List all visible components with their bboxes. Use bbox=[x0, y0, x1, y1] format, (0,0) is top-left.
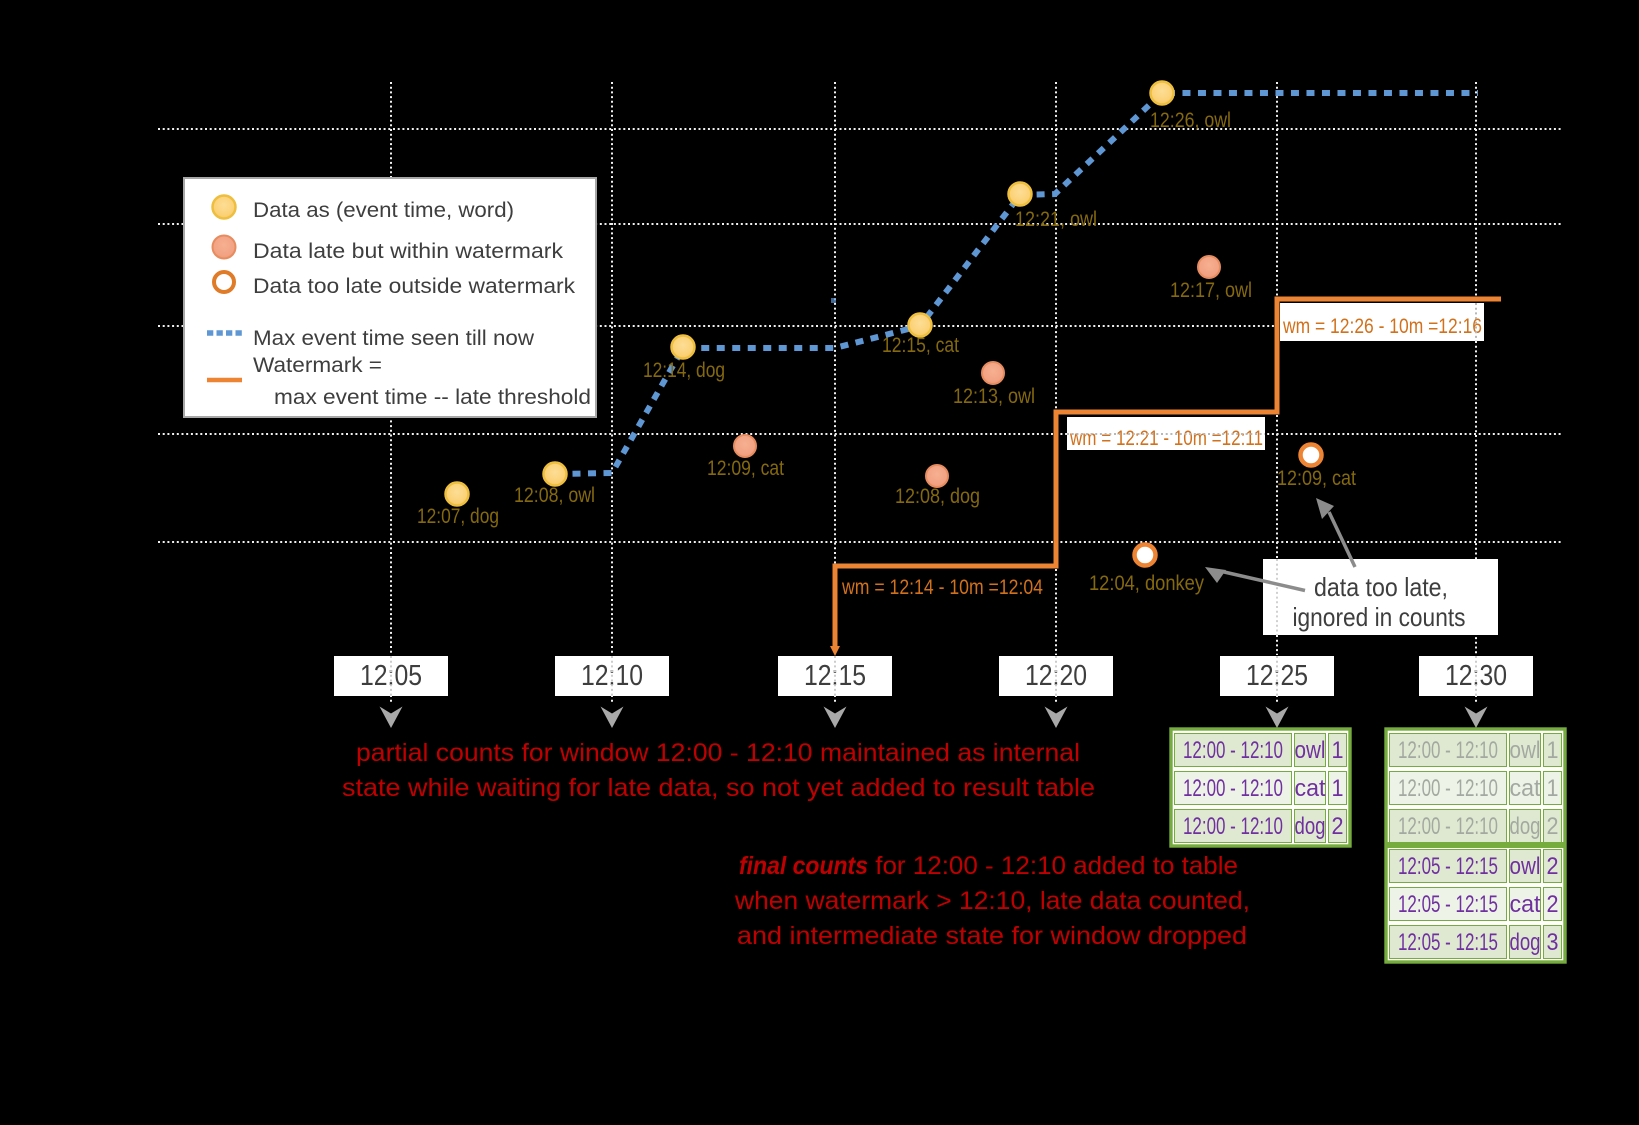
svg-text:12:07, dog: 12:07, dog bbox=[417, 505, 499, 528]
svg-text:12:00 - 12:10: 12:00 - 12:10 bbox=[1398, 775, 1498, 802]
svg-text:when watermark > 12:10, late d: when watermark > 12:10, late data counte… bbox=[734, 887, 1250, 915]
svg-text:12:00 - 12:10: 12:00 - 12:10 bbox=[1183, 813, 1283, 840]
svg-text:12:26, owl: 12:26, owl bbox=[1150, 109, 1231, 132]
svg-text:wm = 12:14 - 10m =12:04: wm = 12:14 - 10m =12:04 bbox=[841, 576, 1043, 599]
svg-text:dog: dog bbox=[1295, 813, 1326, 840]
svg-text:12:17, owl: 12:17, owl bbox=[1170, 279, 1252, 302]
svg-text:3: 3 bbox=[1547, 929, 1559, 956]
svg-text:Data too late outside watermar: Data too late outside watermark bbox=[253, 275, 576, 298]
svg-text:final counts for 12:00 - 12:10: final counts for 12:00 - 12:10 added to … bbox=[739, 852, 1238, 880]
svg-text:Watermark =: Watermark = bbox=[253, 354, 382, 377]
svg-text:dog: dog bbox=[1510, 813, 1541, 840]
svg-text:owl: owl bbox=[1510, 853, 1541, 880]
svg-text:12:09, cat: 12:09, cat bbox=[707, 457, 784, 480]
svg-text:2: 2 bbox=[1547, 853, 1559, 880]
svg-text:owl: owl bbox=[1295, 737, 1326, 764]
svg-text:12:00 - 12:10: 12:00 - 12:10 bbox=[1398, 813, 1498, 840]
svg-text:12:15, cat: 12:15, cat bbox=[882, 334, 959, 357]
svg-text:partial counts for window 12:0: partial counts for window 12:00 - 12:10 … bbox=[356, 739, 1080, 767]
svg-text:12:04, donkey: 12:04, donkey bbox=[1089, 572, 1204, 595]
svg-text:12:09, cat: 12:09, cat bbox=[1277, 467, 1356, 490]
svg-text:12:05 - 12:15: 12:05 - 12:15 bbox=[1398, 929, 1498, 956]
svg-text:1: 1 bbox=[1547, 737, 1559, 764]
svg-text:12:05 - 12:15: 12:05 - 12:15 bbox=[1398, 853, 1498, 880]
svg-text:12:00 - 12:10: 12:00 - 12:10 bbox=[1183, 737, 1283, 764]
svg-text:12:05 - 12:15: 12:05 - 12:15 bbox=[1398, 891, 1498, 918]
svg-text:cat: cat bbox=[1510, 775, 1541, 802]
svg-text:1: 1 bbox=[1332, 775, 1344, 802]
svg-text:dog: dog bbox=[1510, 929, 1541, 956]
svg-text:Data as (event time, word): Data as (event time, word) bbox=[253, 199, 514, 222]
svg-text:state while waiting for late d: state while waiting for late data, so no… bbox=[342, 774, 1095, 802]
svg-text:wm = 12:26 - 10m =12:16: wm = 12:26 - 10m =12:16 bbox=[1282, 315, 1482, 338]
svg-text:12:00 - 12:10: 12:00 - 12:10 bbox=[1398, 737, 1498, 764]
svg-text:12:13, owl: 12:13, owl bbox=[953, 385, 1035, 408]
svg-text:wm = 12:21 - 10m =12:11: wm = 12:21 - 10m =12:11 bbox=[1069, 427, 1263, 450]
svg-text:12:08, owl: 12:08, owl bbox=[514, 484, 595, 507]
svg-text:ignored in counts: ignored in counts bbox=[1293, 602, 1466, 632]
svg-text:1: 1 bbox=[1332, 737, 1344, 764]
svg-text:2: 2 bbox=[1547, 813, 1559, 840]
svg-text:data too late,: data too late, bbox=[1314, 572, 1448, 602]
svg-text:2: 2 bbox=[1547, 891, 1559, 918]
svg-text:2: 2 bbox=[1332, 813, 1344, 840]
svg-text:Data late but within watermark: Data late but within watermark bbox=[253, 240, 564, 263]
svg-text:12:21, owl: 12:21, owl bbox=[1015, 208, 1097, 231]
svg-text:cat: cat bbox=[1510, 891, 1541, 918]
svg-text:owl: owl bbox=[1510, 737, 1541, 764]
svg-text:12:08, dog: 12:08, dog bbox=[895, 485, 980, 508]
svg-text:12:14, dog: 12:14, dog bbox=[643, 359, 725, 382]
svg-text:12:00 - 12:10: 12:00 - 12:10 bbox=[1183, 775, 1283, 802]
svg-text:cat: cat bbox=[1295, 775, 1326, 802]
svg-text:1: 1 bbox=[1547, 775, 1559, 802]
svg-text:and intermediate state for win: and intermediate state for window droppe… bbox=[737, 922, 1247, 950]
svg-text:Max event time seen till now: Max event time seen till now bbox=[253, 327, 535, 350]
svg-text:max event time -- late thresho: max event time -- late threshold bbox=[274, 386, 591, 409]
